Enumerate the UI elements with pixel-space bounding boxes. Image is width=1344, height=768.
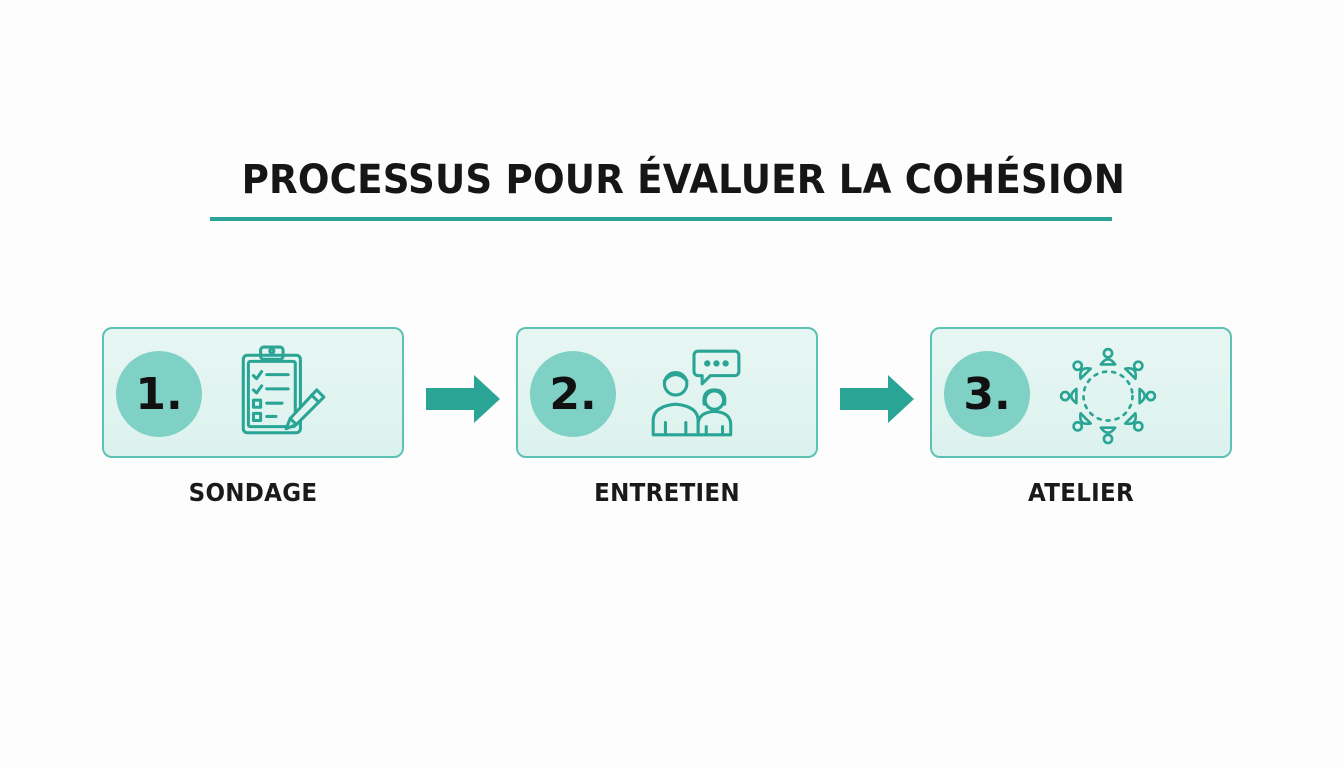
step-number-badge: 3. [944, 351, 1030, 437]
step-card-atelier: 3. [930, 327, 1232, 458]
step-card-sondage: 1. [102, 327, 404, 458]
right-arrow-icon [426, 375, 500, 423]
diagram-title: PROCESSUS POUR ÉVALUER LA COHÉSION [241, 157, 1126, 203]
two-people-speech-bubble-icon [651, 349, 741, 437]
right-arrow-icon [840, 375, 914, 423]
clipboard-checklist-pencil-icon [241, 345, 326, 435]
step-label-sondage: SONDAGE [188, 478, 318, 507]
step-label-atelier: ATELIER [1027, 478, 1134, 507]
step-number-badge: 2. [530, 351, 616, 437]
title-underline [210, 217, 1112, 221]
step-card-entretien: 2. [516, 327, 818, 458]
step-number-badge: 1. [116, 351, 202, 437]
step-label-entretien: ENTRETIEN [594, 478, 740, 507]
people-circle-icon [1059, 347, 1157, 445]
